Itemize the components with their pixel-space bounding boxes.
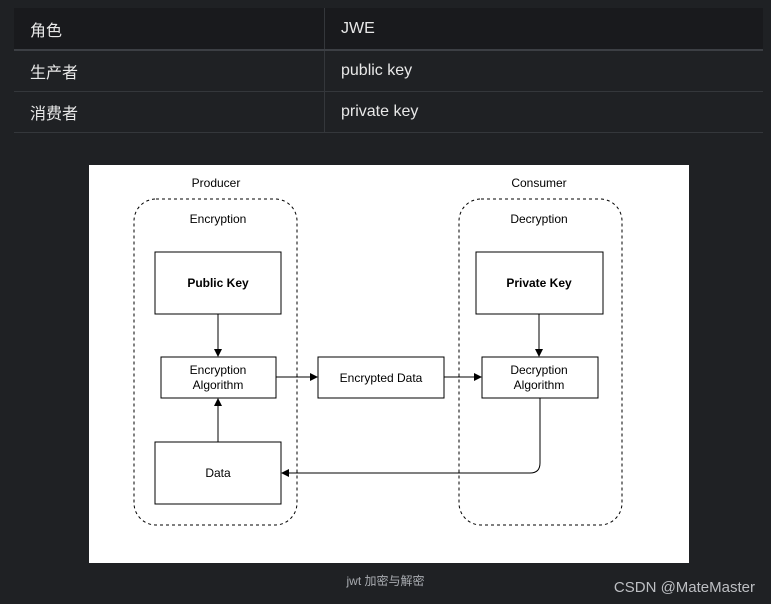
encryption-algorithm-line2: Algorithm <box>193 378 244 392</box>
figure-caption: jwt 加密与解密 <box>346 574 425 588</box>
csdn-watermark: CSDN @MateMaster <box>613 579 755 596</box>
jwe-diagram: Producer Encryption Public Key Encryptio… <box>133 176 623 526</box>
table-cell: 生产者 <box>14 51 325 91</box>
header-cell-role: 角色 <box>14 8 325 49</box>
producer-group <box>133 198 298 526</box>
table-row: 生产者 public key <box>14 51 763 92</box>
decryption-group-label: Decryption <box>510 212 567 226</box>
data-label: Data <box>205 466 231 480</box>
producer-title: Producer <box>192 176 241 190</box>
encrypted-data-label: Encrypted Data <box>340 371 423 385</box>
jwe-diagram-figure: Producer Encryption Public Key Encryptio… <box>89 165 689 563</box>
encryption-group-label: Encryption <box>190 212 247 226</box>
table-row: 消费者 private key <box>14 92 763 133</box>
table-cell: private key <box>341 103 419 120</box>
consumer-group <box>458 198 623 526</box>
encryption-algorithm-line1: Encryption <box>190 363 247 377</box>
decryption-algorithm-line1: Decryption <box>510 363 567 377</box>
table-cell: 消费者 <box>14 92 325 132</box>
roles-table: 角色 JWE 生产者 public key 消费者 private key <box>14 8 763 133</box>
arrow-decryption-to-data <box>281 398 541 477</box>
decryption-algorithm-box <box>481 356 599 399</box>
public-key-label: Public Key <box>187 276 249 290</box>
private-key-box <box>475 251 604 315</box>
encryption-algorithm-box <box>160 356 277 399</box>
table-header-row: 角色 JWE <box>14 8 763 51</box>
private-key-label: Private Key <box>506 276 572 290</box>
header-cell-jwe: JWE <box>341 19 375 37</box>
decryption-algorithm-line2: Algorithm <box>514 378 565 392</box>
consumer-title: Consumer <box>511 176 566 190</box>
table-cell: public key <box>341 62 413 79</box>
